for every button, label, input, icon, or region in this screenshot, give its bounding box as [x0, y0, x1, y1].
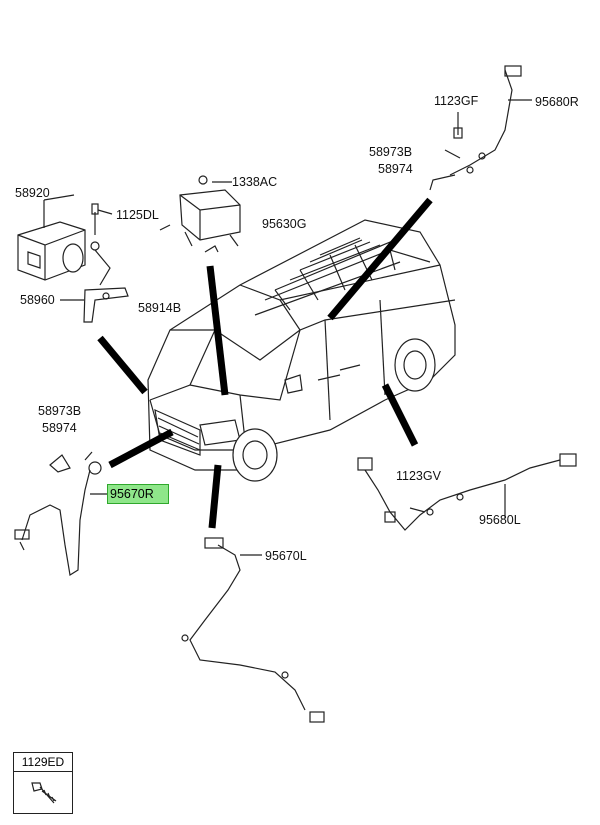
label-95680R: 95680R — [535, 95, 579, 109]
legend-code: 1129ED — [14, 753, 72, 772]
highlight-95670R[interactable]: 95670R — [107, 484, 169, 504]
abs-module — [17, 200, 86, 281]
label-58974-top: 58974 — [378, 162, 413, 176]
bolt-icon — [31, 782, 57, 804]
label-58974-left: 58974 — [42, 421, 77, 435]
label-95670L: 95670L — [265, 549, 307, 563]
label-58973B-left: 58973B — [38, 404, 82, 418]
label-95630G: 95630G — [262, 217, 307, 231]
sensor-rear-right — [429, 65, 532, 191]
sensor-front-left — [181, 537, 325, 723]
legend-box: 1129ED — [13, 752, 73, 814]
label-1125DL: 1125DL — [116, 208, 159, 222]
sensor-front-right — [14, 451, 107, 576]
abs-bracket — [60, 203, 129, 323]
label-58973B-top: 58973B — [369, 145, 413, 159]
sensor-rear-left — [357, 453, 577, 531]
label-1123GV: 1123GV — [396, 469, 441, 483]
sensor-module — [179, 175, 241, 253]
label-58920: 58920 — [15, 186, 50, 200]
label-95680L: 95680L — [479, 513, 521, 527]
label-1338AC: 1338AC — [232, 175, 278, 189]
label-95670R: 95670R — [110, 487, 154, 501]
label-58960: 58960 — [20, 293, 55, 307]
label-1123GF: 1123GF — [434, 94, 479, 108]
label-58914B: 58914B — [138, 301, 182, 315]
van-illustration — [147, 219, 456, 482]
